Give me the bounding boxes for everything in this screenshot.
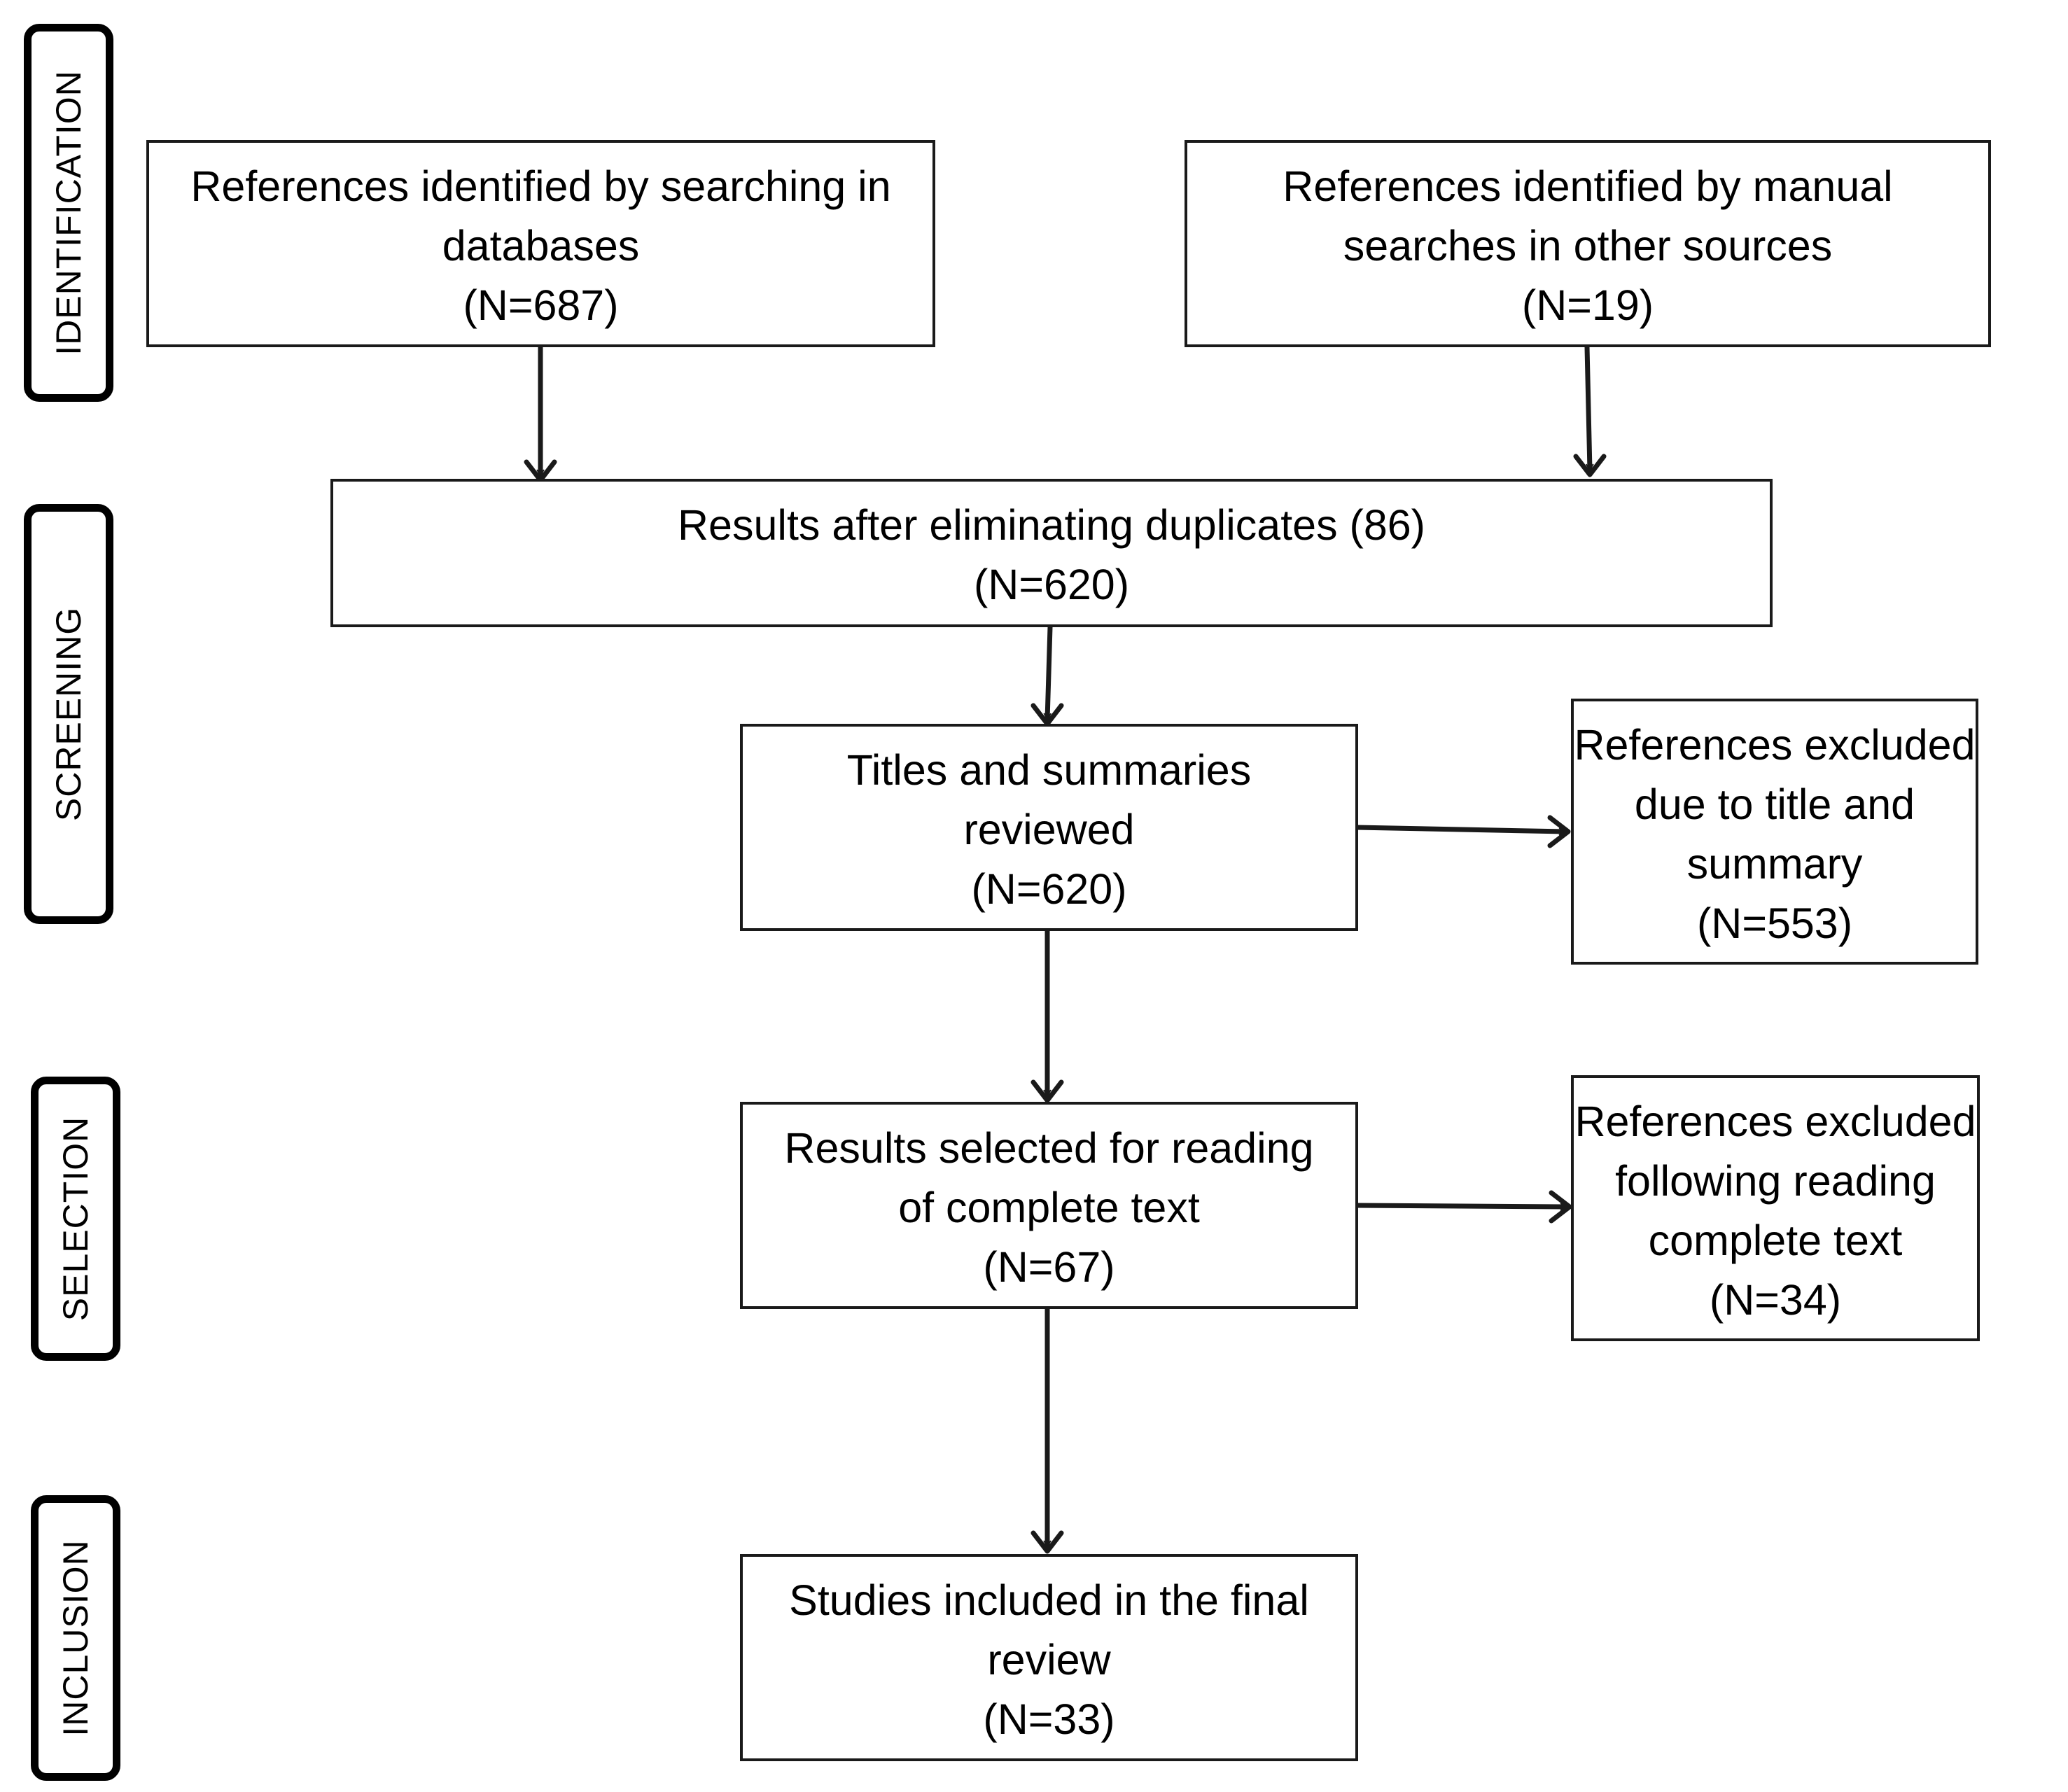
arrowhead-excluded-title [1547,815,1571,848]
box-databases-count: (N=687) [463,281,619,329]
box-included-line-2: review [987,1636,1111,1684]
box-fulltext-selected: Results selected for reading of complete… [740,1102,1358,1309]
box-excluded-fulltext-line-1: References excluded [1574,1098,1976,1145]
box-titles-reviewed: Titles and summaries reviewed (N=620) [740,724,1358,931]
arrowhead-included [1030,1530,1064,1554]
box-manual-line-2: searches in other sources [1343,222,1833,270]
box-excluded-title-line-2: due to title and [1634,780,1915,828]
box-databases-line-2: databases [442,222,640,270]
box-excluded-fulltext-count: (N=34) [1709,1276,1842,1324]
stage-tab-inclusion: INCLUSION [31,1495,120,1781]
box-included: Studies included in the final review (N=… [740,1554,1358,1761]
box-manual-count: (N=19) [1521,281,1654,329]
arrowhead-excluded-fulltext [1549,1190,1572,1224]
box-excluded-fulltext-line-3: complete text [1648,1217,1903,1264]
arrow-fulltext-to-excluded [1354,1203,1570,1211]
box-databases-line-1: References identified by searching in [190,162,891,210]
arrowhead-manual [1573,454,1607,477]
box-duplicates-line-1: Results after eliminating duplicates (86… [677,501,1425,549]
box-excluded-fulltext-line-2: following reading [1615,1157,1936,1205]
box-excluded-title-line-1: References excluded [1574,721,1976,769]
stage-tab-identification: IDENTIFICATION [24,24,113,402]
stage-tab-selection: SELECTION [31,1077,120,1361]
box-excluded-title-line-3: summary [1686,840,1863,888]
box-titles-line-1: Titles and summaries [846,746,1252,794]
box-duplicates: Results after eliminating duplicates (86… [330,479,1773,627]
stage-tab-screening: SCREENING [24,504,113,924]
box-included-count: (N=33) [983,1695,1115,1743]
box-included-line-1: Studies included in the final [789,1576,1309,1624]
box-duplicates-count: (N=620) [973,561,1130,608]
box-excluded-fulltext: References excluded following reading co… [1571,1075,1980,1341]
box-titles-count: (N=620) [971,865,1127,913]
box-excluded-title-count: (N=553) [1696,899,1853,947]
arrow-duplicates-to-titles [1043,624,1053,722]
box-titles-line-2: reviewed [963,806,1135,853]
box-fulltext-line-2: of complete text [898,1184,1200,1231]
box-databases: References identified by searching in da… [146,140,935,347]
box-manual: References identified by manual searches… [1185,140,1991,347]
arrowhead-fulltext [1030,1079,1064,1103]
box-fulltext-count: (N=67) [983,1243,1115,1291]
arrow-manual-to-duplicates [1584,344,1594,473]
arrow-titles-to-excluded [1354,825,1568,836]
box-excluded-title-summary: References excluded due to title and sum… [1571,699,1978,965]
box-manual-line-1: References identified by manual [1283,162,1893,210]
box-fulltext-line-1: Results selected for reading [784,1124,1314,1172]
